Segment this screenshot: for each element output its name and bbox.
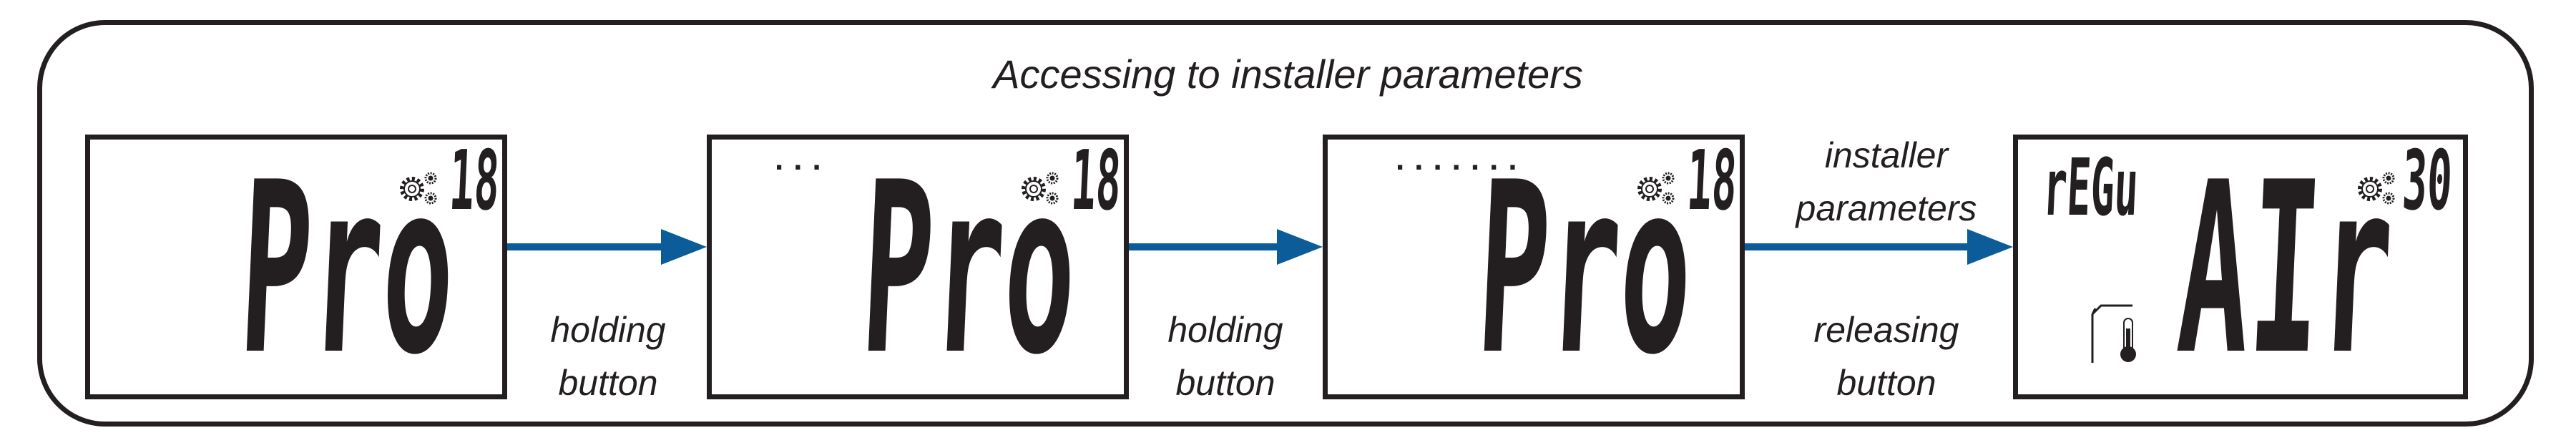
gear-icon (398, 170, 444, 212)
value-display-text: 18 (1069, 133, 1123, 229)
gear-icon (1019, 170, 1065, 212)
label-line: button (1175, 363, 1275, 403)
progress-dots: ....... (1396, 142, 1527, 177)
transition-label-3-below: releasing button (1772, 303, 2001, 409)
lcd-panel-1: Pro 18 (85, 132, 507, 406)
air-sensor-thermometer-icon (2088, 303, 2145, 366)
arrow-right-icon (1129, 229, 1323, 265)
label-line: holding (1167, 310, 1283, 350)
transition-label-2: holding button (1111, 303, 1340, 409)
diagram-frame (37, 20, 2534, 427)
arrow-right-icon (507, 229, 707, 265)
lcd-panel-4: rEGu AIr 30 (2013, 132, 2468, 406)
label-line: button (558, 363, 658, 403)
value-display-text: 30 (2400, 133, 2454, 229)
transition-label-3-above: installer parameters (1772, 129, 2001, 235)
label-line: releasing (1813, 310, 1959, 350)
value-display-text: 18 (447, 133, 501, 229)
mode-display-text: rEGu (2041, 142, 2140, 233)
value-display-text: 18 (1685, 133, 1739, 229)
gear-icon (2356, 170, 2401, 212)
lcd-panel-2: ... Pro 18 (707, 132, 1129, 406)
label-line: button (1836, 363, 1936, 403)
gear-icon (1635, 170, 1681, 212)
label-line: installer (1824, 135, 1949, 175)
label-line: holding (550, 310, 666, 350)
arrow-right-icon (1745, 229, 2013, 265)
diagram-title: Accessing to installer parameters (993, 52, 1583, 97)
lcd-panel-3: ....... Pro 18 (1323, 132, 1745, 406)
label-line: parameters (1796, 188, 1977, 228)
progress-dots: ... (775, 142, 831, 177)
transition-label-1: holding button (494, 303, 723, 409)
